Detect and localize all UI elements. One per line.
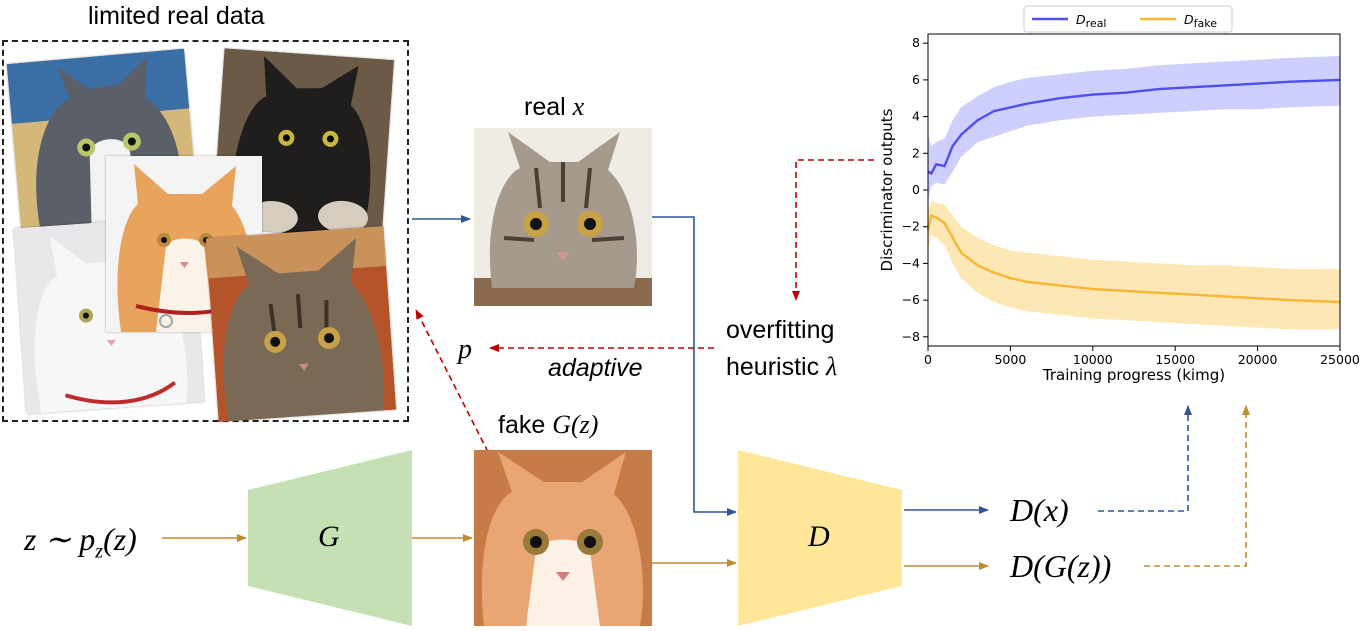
y-tick-label: 8 <box>912 35 920 50</box>
heuristic-label: heuristic λ <box>726 352 838 381</box>
d-fake-output: D(G(z)) <box>1010 548 1112 584</box>
y-tick-label: −6 <box>902 292 920 307</box>
overfitting-label: overfitting <box>726 316 835 344</box>
generator-block <box>248 450 412 626</box>
augment-probability-p: p <box>458 334 472 365</box>
y-tick-label: −4 <box>902 255 920 270</box>
x-tick-label: 10000 <box>1073 352 1113 367</box>
fake-label: fake G(z) <box>498 410 599 439</box>
y-tick-label: 4 <box>912 109 920 124</box>
x-tick-label: 20000 <box>1238 352 1278 367</box>
legend-label-real: Dreal <box>1076 12 1107 30</box>
x-tick-label: 25000 <box>1320 352 1360 367</box>
real-x-label: real x <box>524 92 585 121</box>
cat-photo-tabby-real <box>474 128 652 306</box>
y-tick-label: 2 <box>912 145 920 160</box>
generator-label: G <box>318 520 340 553</box>
discriminator-label: D <box>808 520 830 553</box>
discriminator-output-chart: 0 5000 10000 15000 20000 25000 −8 −6 −4 −2 0 2 4 6 8Tr… <box>878 5 1360 384</box>
y-tick-label: 6 <box>912 72 920 87</box>
x-axis-label: Training progress (kimg) <box>1042 366 1225 384</box>
arrow-chart-to-heuristic <box>792 159 874 301</box>
latent-z-label: z ∼ pz(z) <box>24 521 137 563</box>
d-real-output: D(x) <box>1010 492 1069 528</box>
arrow-fake-to-data <box>415 309 489 453</box>
y-tick-label: −2 <box>902 219 920 234</box>
legend-label-fake: Dfake <box>1184 12 1217 30</box>
real-data-box <box>2 40 409 422</box>
series-band-fake <box>928 201 1340 330</box>
x-tick-label: 0 <box>924 352 932 367</box>
legend-box <box>1023 5 1233 33</box>
cat-photo-tabby <box>205 226 397 422</box>
discriminator-block <box>738 450 902 626</box>
y-tick-label: 0 <box>912 182 920 197</box>
x-tick-label: 5000 <box>994 352 1026 367</box>
arrow-dx-to-chart <box>1098 405 1192 512</box>
y-axis-label: Discriminator outputs <box>878 108 896 271</box>
series-band-real <box>928 56 1340 201</box>
y-tick-label: −8 <box>902 329 920 344</box>
cat-photo-ginger-fake <box>474 450 652 626</box>
adaptive-label: adaptive <box>548 354 643 382</box>
arrow-dgz-to-chart <box>1144 405 1250 567</box>
series-line-real <box>927 78 1341 176</box>
x-tick-label: 15000 <box>1155 352 1195 367</box>
arrow-real-to-discriminator <box>652 216 737 516</box>
series-line-fake <box>926 214 1341 304</box>
limited-real-data-title: limited real data <box>88 2 265 30</box>
